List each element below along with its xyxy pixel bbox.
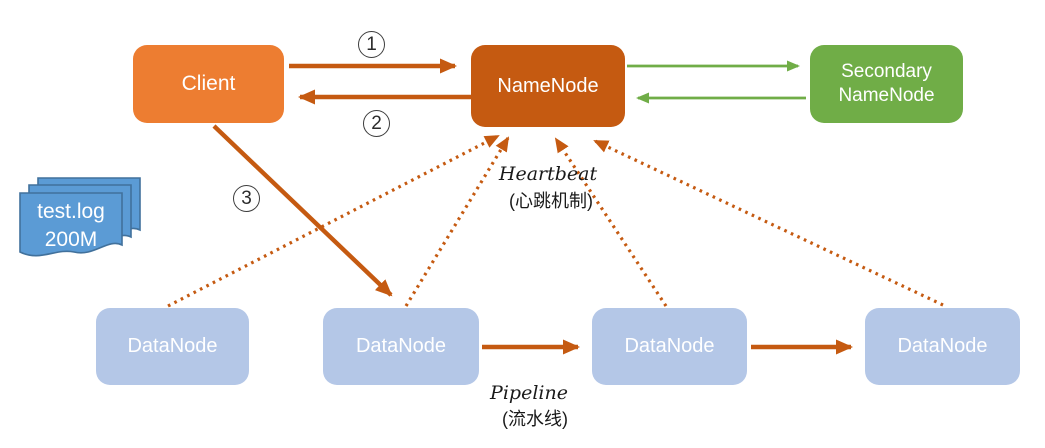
client-node: Client <box>133 45 284 123</box>
file-stack-text: test.log 200M <box>20 198 122 253</box>
pipeline-label-zh: (流水线) <box>502 409 568 429</box>
datanode-1-label: DataNode <box>127 335 218 357</box>
heartbeat-label-en: Heartbeat <box>498 163 598 185</box>
file-size: 200M <box>44 227 98 251</box>
step-1-number: 1 <box>366 33 377 55</box>
step-1-badge: 1 <box>358 31 385 58</box>
datanode-2-label: DataNode <box>355 335 447 357</box>
secondary-label-line1: Secondary <box>841 61 932 83</box>
datanode-3-label: DataNode <box>624 335 715 357</box>
secondary-label-line2: NameNode <box>838 85 935 106</box>
step-2-number: 2 <box>371 112 382 134</box>
heartbeat-label-zh: (心跳机制) <box>509 191 593 211</box>
namenode-label: NameNode <box>497 74 599 97</box>
file-name: test.log <box>37 200 105 223</box>
step-3-number: 3 <box>241 187 252 209</box>
secondary-namenode-node: Secondary NameNode <box>810 45 963 123</box>
file-stack-icon <box>19 177 141 257</box>
arrow-heartbeat-dn4 <box>593 139 944 307</box>
datanode-4-node: DataNode <box>865 308 1020 385</box>
client-label: Client <box>181 71 236 95</box>
step-3-badge: 3 <box>233 185 260 212</box>
datanode-2-node: DataNode <box>323 308 479 385</box>
arrow-heartbeat-dn3 <box>554 137 668 307</box>
pipeline-label-en: Pipeline <box>490 382 568 404</box>
step-2-badge: 2 <box>363 110 390 137</box>
datanode-3-node: DataNode <box>592 308 747 385</box>
datanode-4-label: DataNode <box>897 335 988 357</box>
arrow-client-to-datanode2 <box>212 124 393 297</box>
arrow-heartbeat-dn2 <box>404 136 510 307</box>
datanode-1-node: DataNode <box>96 308 249 385</box>
arrow-heartbeat-dn1 <box>167 134 500 308</box>
namenode-node: NameNode <box>471 45 625 127</box>
